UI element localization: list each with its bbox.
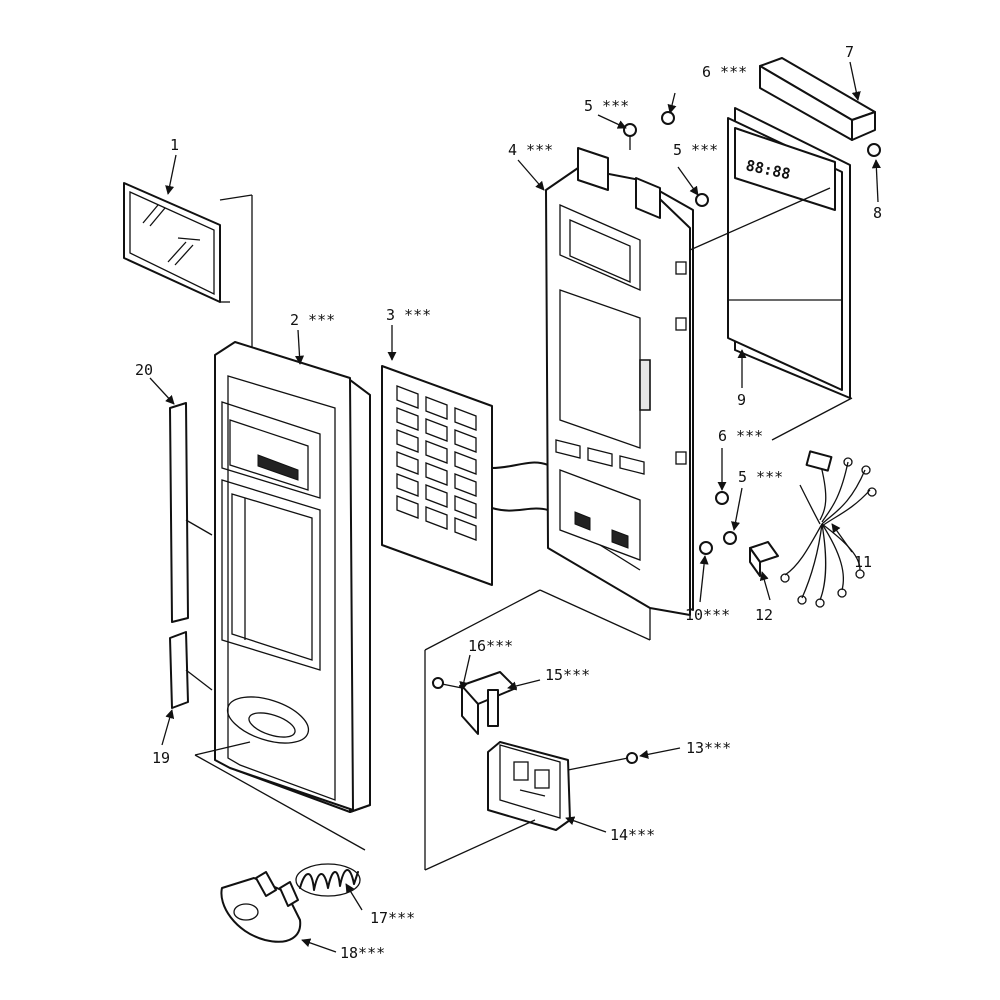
callout-17: 17*** (370, 909, 415, 927)
callout-9: 9 (737, 391, 746, 409)
screw-6-top (661, 111, 675, 125)
keypad-key (425, 462, 448, 486)
part-4-control-bracket (545, 147, 694, 616)
keypad-key (454, 473, 477, 497)
callout-4: 4 *** (508, 141, 553, 159)
screw-5-top (623, 123, 637, 137)
part-12-connector (749, 541, 779, 577)
part-18-release-button (220, 871, 302, 943)
screw-8 (867, 143, 881, 157)
callout-20: 20 (135, 361, 153, 379)
keypad-key (454, 517, 477, 541)
callout-5c: 5 *** (738, 468, 783, 486)
screw-6-lower (715, 491, 729, 505)
callout-8: 8 (873, 204, 882, 222)
callout-14: 14*** (610, 826, 655, 844)
callout-13: 13*** (686, 739, 731, 757)
callout-5b: 5 *** (673, 141, 718, 159)
keypad-key (454, 429, 477, 453)
keypad-key (396, 495, 419, 519)
part-14-switch-holder (487, 741, 638, 831)
keypad-key (396, 407, 419, 431)
callout-12: 12 (755, 606, 773, 624)
keypad-key (396, 473, 419, 497)
part-19-side-strip (169, 631, 189, 709)
keypad-key (396, 451, 419, 475)
keypad-key (454, 407, 477, 431)
callout-2: 2 *** (290, 311, 335, 329)
callout-18: 18*** (340, 944, 385, 962)
callout-11: 11 (854, 553, 872, 571)
keypad-key (425, 396, 448, 420)
part-11-wire-harness (780, 450, 877, 608)
keypad-key (454, 451, 477, 475)
callout-16: 16*** (468, 637, 513, 655)
screw-13 (626, 752, 638, 764)
keypad-key (396, 385, 419, 409)
screw-5-lower (723, 531, 737, 545)
leader-arrows (149, 61, 881, 953)
callout-7: 7 (845, 43, 854, 61)
part-20-side-strip (169, 402, 189, 623)
part-9-pc-board: 88:88 (727, 107, 851, 399)
part-15-latch-bracket (431, 671, 517, 735)
part-2-control-panel-frame (214, 341, 371, 813)
screw-5-right (695, 193, 709, 207)
keypad-key (396, 429, 419, 453)
screw-16 (432, 677, 444, 689)
callout-6b: 6 *** (718, 427, 763, 445)
callout-15: 15*** (545, 666, 590, 684)
callout-10: 10*** (685, 606, 730, 624)
part-3-membrane-keypad (381, 365, 549, 586)
keypad-key (425, 440, 448, 464)
callout-1: 1 (170, 136, 179, 154)
keypad-key (454, 495, 477, 519)
callout-6a: 6 *** (702, 63, 747, 81)
part-17-spring (295, 863, 361, 897)
keypad-key (425, 506, 448, 530)
callout-3: 3 *** (386, 306, 431, 324)
callout-labels: 1 2 *** 3 *** 4 *** 5 *** 5 *** 5 *** 6 … (135, 43, 882, 962)
part-1-window-glass (123, 182, 221, 303)
keypad-key (425, 484, 448, 508)
callout-19: 19 (152, 749, 170, 767)
screws (623, 111, 881, 555)
callout-5a: 5 *** (584, 97, 629, 115)
screw-10 (699, 541, 713, 555)
keypad-key (425, 418, 448, 442)
part-7-pad (759, 57, 876, 141)
